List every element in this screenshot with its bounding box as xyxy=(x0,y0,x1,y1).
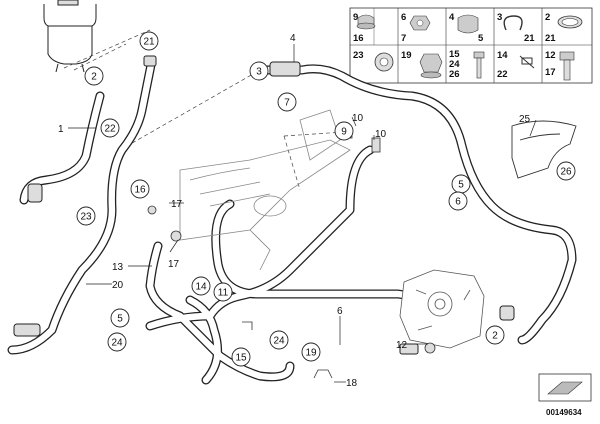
legend-num: 2 xyxy=(545,12,550,23)
fitting xyxy=(399,343,419,355)
plain-labels: 1 4 6 10 10 12 13 17 17 18 20 25 xyxy=(58,33,531,389)
legend-num: 9 xyxy=(353,12,358,23)
callout-label: 6 xyxy=(337,306,343,317)
legend-num: 15 xyxy=(449,49,460,60)
circled-callout: 3 xyxy=(256,67,262,78)
clamp-icon xyxy=(457,14,479,34)
legend-num: 16 xyxy=(353,33,364,44)
clip-icon xyxy=(313,369,333,379)
callout-label: 17 xyxy=(168,259,180,270)
callout-label: 10 xyxy=(375,129,387,140)
circled-callout: 22 xyxy=(104,124,116,135)
callout-label: 17 xyxy=(171,199,183,210)
hose-14 xyxy=(145,145,375,331)
leader-lines xyxy=(63,29,345,191)
circled-callout: 9 xyxy=(341,127,347,138)
reference-box: 00149634 xyxy=(538,373,592,417)
legend-num: 19 xyxy=(401,50,412,61)
legend-num: 22 xyxy=(497,69,508,80)
clip-icon xyxy=(242,321,253,330)
circled-callout: 26 xyxy=(560,167,572,178)
circled-callout: 24 xyxy=(273,336,285,347)
circled-callout: 23 xyxy=(80,212,92,223)
circled-callout: 24 xyxy=(111,338,123,349)
circled-callout: 6 xyxy=(455,197,461,208)
legend-num: 6 xyxy=(401,12,406,23)
fluid-reservoir xyxy=(43,0,97,73)
fitting xyxy=(13,323,41,337)
seal-ring-icon xyxy=(424,342,436,354)
callout-label: 10 xyxy=(352,113,364,124)
vehicle-section-icon xyxy=(547,381,583,395)
fitting xyxy=(143,55,157,67)
legend-num: 7 xyxy=(401,33,406,44)
seal-ring-icon xyxy=(147,205,157,215)
heat-shield xyxy=(511,120,577,179)
circled-callout: 14 xyxy=(195,282,207,293)
legend-num: 4 xyxy=(449,12,455,23)
legend-num: 14 xyxy=(497,50,508,61)
small-parts xyxy=(147,127,436,379)
circled-label-text: 21 2 22 3 7 9 16 23 5 6 26 14 11 5 24 15… xyxy=(80,37,572,364)
circled-callout: 5 xyxy=(458,180,464,191)
bracket-clip-icon xyxy=(519,55,535,69)
hose-8 xyxy=(211,199,433,300)
legend-num: 5 xyxy=(478,33,484,44)
fastener-legend: 9 16 6 7 4 5 3 21 2 21 23 19 15 24 26 14… xyxy=(349,7,593,84)
legend-num: 26 xyxy=(449,69,460,80)
power-steering-pump xyxy=(399,269,485,349)
callout-label: 12 xyxy=(396,340,408,351)
circled-callout: 2 xyxy=(91,72,97,83)
circled-callout: 11 xyxy=(218,288,229,299)
banjo-bolt-icon xyxy=(371,137,381,153)
steering-gear xyxy=(179,109,351,271)
drawing-reference-number: 00149634 xyxy=(546,408,582,417)
callout-label: 20 xyxy=(112,280,124,291)
hose-20 xyxy=(7,55,157,355)
legend-num: 21 xyxy=(524,33,535,44)
callout-label: 25 xyxy=(519,114,531,125)
hose-clip-icon xyxy=(503,15,523,31)
callout-leaders xyxy=(68,44,537,383)
callout-label: 13 xyxy=(112,262,124,273)
collar-nut-icon xyxy=(419,53,443,73)
legend-num: 17 xyxy=(545,67,556,78)
circled-callout: 2 xyxy=(492,331,498,342)
fitting xyxy=(269,61,301,77)
bolt-icon xyxy=(473,51,485,59)
plug-icon xyxy=(357,14,375,25)
hex-bolt-icon xyxy=(559,51,575,61)
fitting xyxy=(499,305,515,321)
seal-ring-icon xyxy=(170,230,182,242)
legend-num: 23 xyxy=(353,50,364,61)
legend-num: 24 xyxy=(449,59,460,70)
legend-num: 3 xyxy=(497,12,502,23)
callout-label: 18 xyxy=(346,378,358,389)
legend-num: 12 xyxy=(545,50,556,61)
circled-callout: 19 xyxy=(305,348,317,359)
circled-callout: 21 xyxy=(143,37,155,48)
circled-callout: 5 xyxy=(117,314,123,325)
circled-labels xyxy=(76,31,576,367)
callout-label: 1 xyxy=(58,124,64,135)
circled-callout: 16 xyxy=(134,185,146,196)
legend-num: 21 xyxy=(545,33,556,44)
callout-label: 4 xyxy=(290,33,296,44)
fitting xyxy=(27,183,43,203)
circled-callout: 7 xyxy=(284,98,290,109)
circled-callout: 15 xyxy=(235,353,247,364)
